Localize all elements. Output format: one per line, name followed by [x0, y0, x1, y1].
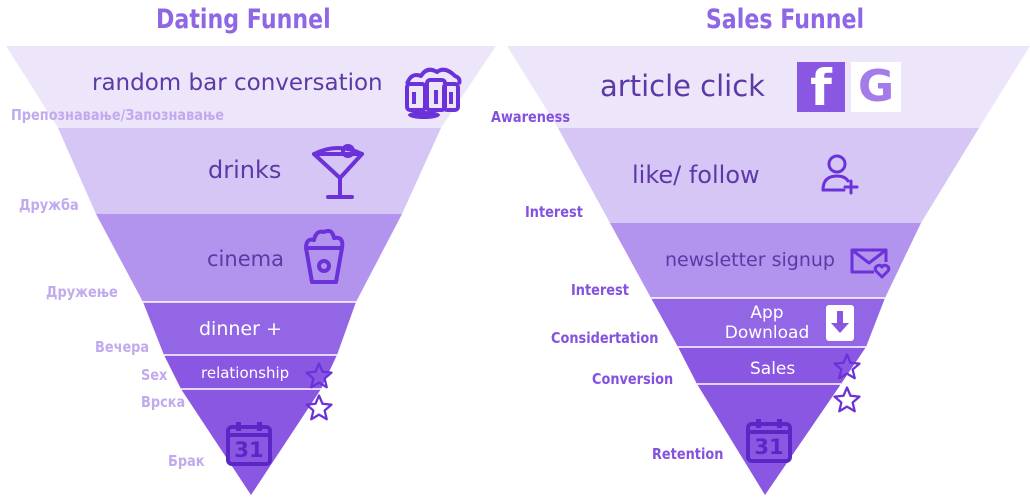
sales-stage-4-label-line2: Download	[724, 323, 810, 343]
dating-stage-4-label: dinner +	[199, 318, 282, 340]
dating-stage-1-label: random bar conversation	[92, 70, 383, 96]
dating-tier-6	[181, 389, 321, 495]
star-icon	[833, 386, 861, 413]
calendar-icon: 31	[225, 421, 273, 467]
dating-side-label-5: Sex	[141, 366, 168, 384]
add-user-icon	[821, 154, 859, 195]
sales-side-label-1: Awareness	[491, 108, 571, 126]
dating-side-label-2: Дружба	[19, 196, 79, 214]
dating-side-label-6: Врска	[141, 393, 186, 411]
star-icon	[305, 394, 333, 421]
dating-side-label-1: Препознавање/Запознавање	[11, 106, 225, 124]
beer-mugs-icon	[405, 67, 462, 119]
dating-side-label-4: Вечера	[95, 338, 150, 356]
dating-stage-5-label: relationship	[201, 364, 290, 382]
sales-stage-2-label: like/ follow	[632, 161, 760, 189]
dating-tier-4	[143, 302, 356, 355]
facebook-icon: f	[797, 60, 845, 116]
sales-side-label-5: Conversion	[592, 370, 674, 388]
sales-tier-3	[610, 223, 921, 298]
dating-tier-1	[6, 46, 496, 128]
dating-stage-3-label: cinema	[207, 247, 284, 271]
dating-side-label-7: Брак	[168, 452, 205, 470]
google-icon: G	[851, 62, 901, 112]
calendar-day: 31	[754, 435, 784, 459]
sales-side-label-3: Interest	[571, 281, 629, 299]
sales-tier-2	[558, 128, 979, 223]
sales-stage-4-label-line1: App	[750, 303, 784, 323]
sales-side-label-2: Interest	[525, 203, 583, 221]
calendar-day: 31	[234, 438, 264, 462]
dating-tier-5	[164, 355, 337, 389]
dating-stage-2-label: drinks	[208, 156, 282, 184]
sales-side-label-6: Retention	[652, 445, 724, 463]
sales-tier-5	[678, 347, 866, 384]
martini-glass-icon	[312, 144, 364, 199]
dating-side-label-3: Дружење	[46, 283, 118, 301]
dating-funnel-title: Dating Funnel	[156, 4, 331, 35]
calendar-icon: 31	[745, 418, 793, 464]
sales-stage-3-label: newsletter signup	[665, 249, 835, 271]
sales-side-label-4: Considertation	[551, 329, 659, 347]
sales-stage-5-label: Sales	[750, 359, 796, 379]
star-icon	[833, 353, 861, 380]
sales-stage-1-label: article click	[600, 69, 765, 103]
popcorn-icon	[304, 228, 345, 284]
download-icon	[826, 305, 854, 341]
star-icon	[305, 362, 333, 389]
sales-funnel-title: Sales Funnel	[705, 4, 865, 35]
envelope-heart-icon	[850, 248, 891, 279]
sales-tier-6	[697, 384, 841, 495]
sales-tier-1	[507, 46, 1030, 128]
